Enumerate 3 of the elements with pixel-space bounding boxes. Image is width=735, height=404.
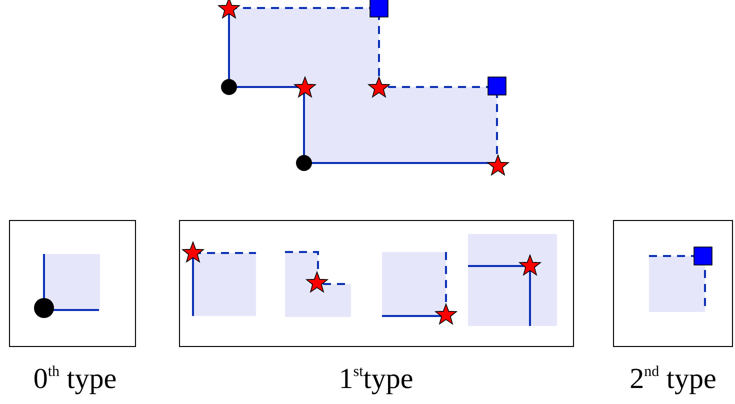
caption: 0$^{th}$ type [33, 365, 117, 394]
caption: 2$^{nd}$ type [630, 365, 716, 394]
caption: 1$^{st}$type [338, 365, 414, 394]
